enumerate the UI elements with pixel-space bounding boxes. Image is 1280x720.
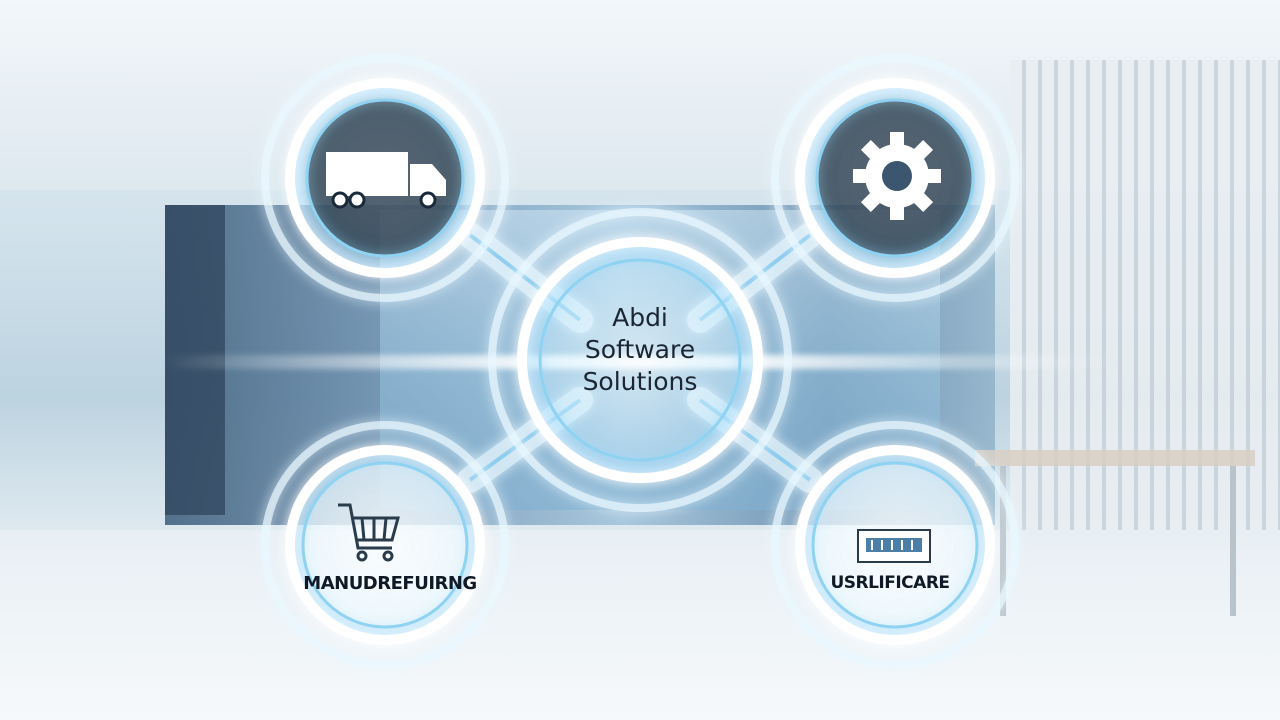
table-leg — [1230, 466, 1236, 616]
center-title-line: Software — [584, 335, 696, 364]
node-bottom-left — [261, 421, 509, 669]
node-label-bottom-left: MANUDREFUIRNG — [303, 573, 477, 594]
office-floor — [0, 530, 1280, 720]
shopping-cart-icon — [338, 503, 400, 562]
monitor-icon — [857, 529, 931, 563]
center-title-line: Abdi — [612, 303, 668, 332]
table-leg — [1000, 466, 1006, 616]
office-table — [975, 450, 1255, 466]
center-title: Abdi Software Solutions — [540, 302, 740, 398]
delivery-truck-icon — [326, 152, 446, 209]
gear-icon — [853, 132, 941, 220]
center-ring — [488, 208, 792, 512]
node-label-bottom-right: USRLIFICARE — [830, 573, 950, 593]
center-title-line: Solutions — [582, 367, 698, 396]
